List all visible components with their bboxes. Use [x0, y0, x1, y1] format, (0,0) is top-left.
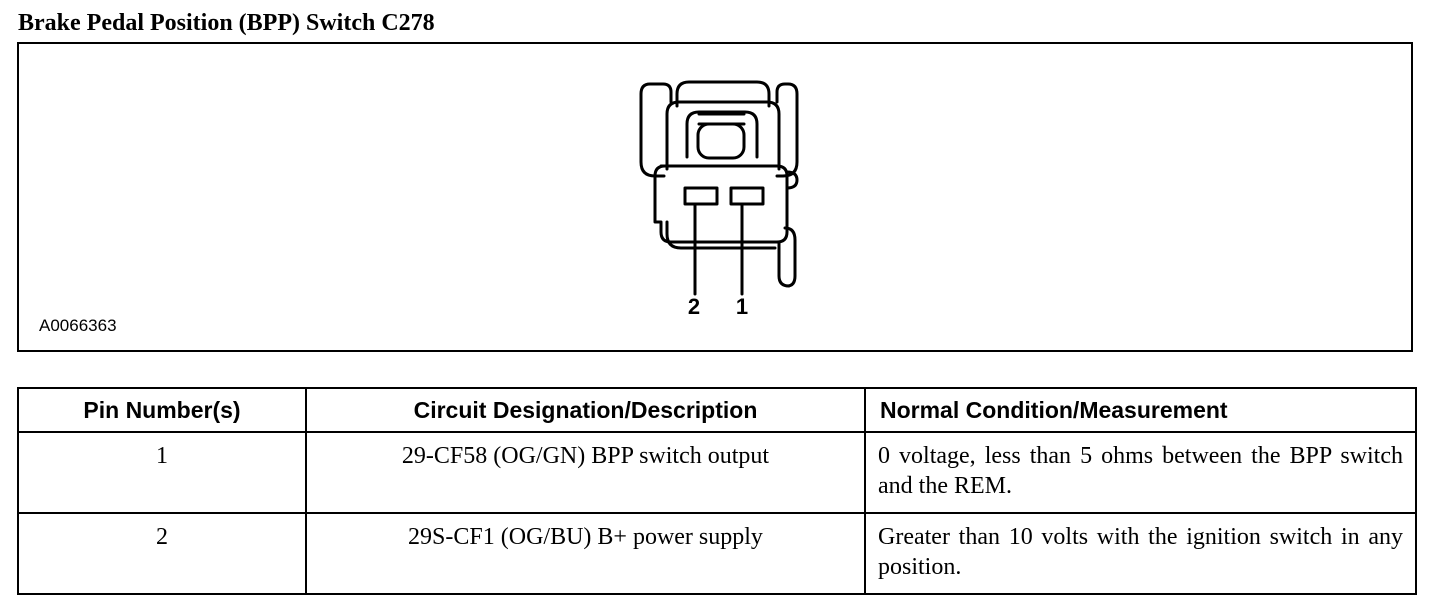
pin-cavity-2 — [683, 186, 719, 206]
circuit-cell: 29S-CF1 (OG/BU) B+ power supply — [305, 512, 866, 595]
pin-number-cell: 1 — [17, 431, 307, 514]
header-circuit: Circuit Designation/Description — [305, 387, 866, 433]
table-row: 2 29S-CF1 (OG/BU) B+ power supply Greate… — [17, 512, 1417, 595]
pin-cavity-1 — [729, 186, 765, 206]
latch-window — [696, 122, 746, 160]
document-title: Brake Pedal Position (BPP) Switch C278 — [18, 10, 435, 36]
condition-cell: 0 voltage, less than 5 ohms between the … — [864, 431, 1417, 514]
pin-table: Pin Number(s) Circuit Designation/Descri… — [17, 387, 1417, 595]
figure-id: A0066363 — [39, 316, 117, 335]
upper-shroud — [665, 100, 781, 171]
left-latch-arm — [639, 82, 673, 178]
table-header-row: Pin Number(s) Circuit Designation/Descri… — [17, 387, 1417, 433]
header-pin-numbers: Pin Number(s) — [17, 387, 307, 433]
table-row: 1 29-CF58 (OG/GN) BPP switch output 0 vo… — [17, 431, 1417, 514]
connector-figure: 2 1 A0066363 — [17, 42, 1413, 352]
circuit-cell: 29-CF58 (OG/GN) BPP switch output — [305, 431, 866, 514]
pin-label-1: 1 — [735, 294, 749, 319]
pin-number-cell: 2 — [17, 512, 307, 595]
condition-cell: Greater than 10 volts with the ignition … — [864, 512, 1417, 595]
bottom-right-foot — [777, 226, 797, 288]
pin-label-2: 2 — [687, 294, 701, 319]
latch-cavity-outer — [685, 110, 759, 159]
connector-body — [653, 164, 789, 244]
top-locking-tab — [675, 80, 771, 108]
header-condition: Normal Condition/Measurement — [864, 387, 1417, 433]
connector-diagram — [639, 80, 799, 296]
